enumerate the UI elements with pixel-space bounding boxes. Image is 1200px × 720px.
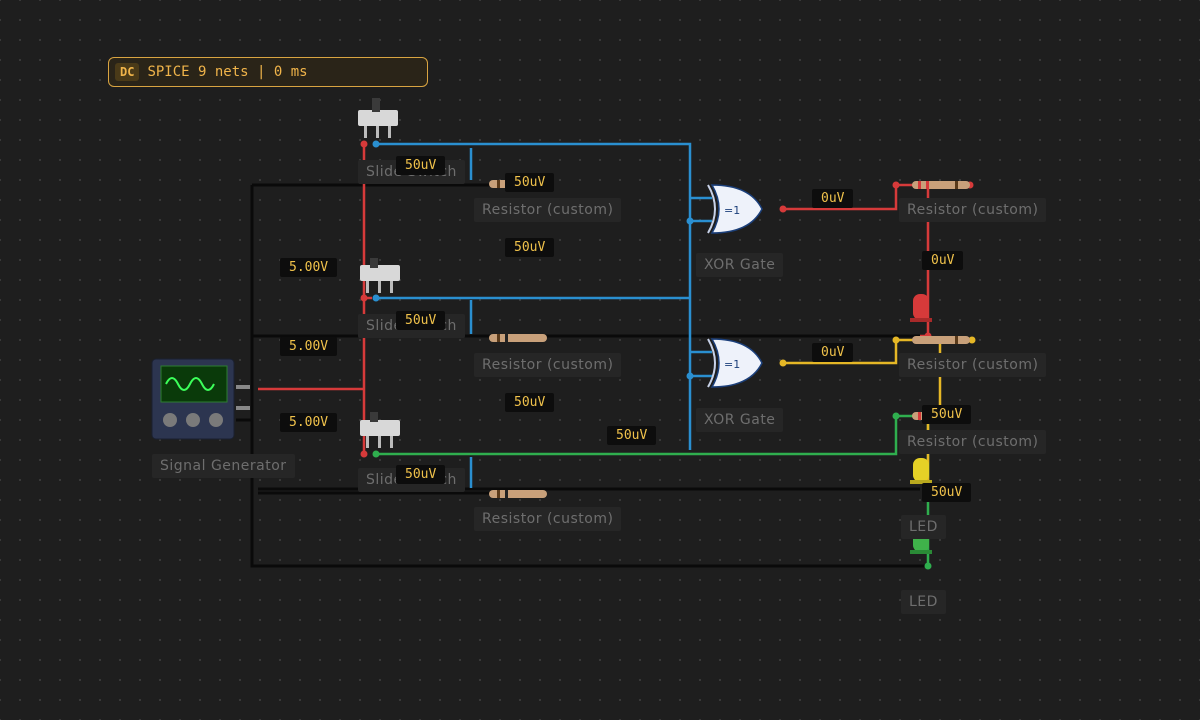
label-xor-gate-1: XOR Gate — [696, 253, 784, 277]
voltage-probe: 5.00V — [280, 413, 338, 432]
slide-switch-3[interactable] — [360, 412, 400, 448]
dc-mode-badge: DC — [115, 63, 140, 81]
simulation-status-text: SPICE 9 nets | 0 ms — [147, 64, 308, 80]
slide-switch-1[interactable] — [358, 98, 398, 138]
voltage-probe: 50uV — [505, 238, 555, 257]
label-resistor-6: Resistor (custom) — [899, 430, 1047, 454]
simulation-status-bar: DC SPICE 9 nets | 0 ms — [108, 57, 428, 87]
voltage-probe: 0uV — [812, 189, 854, 208]
voltage-probe: 50uV — [607, 426, 657, 445]
wire-ground-top[interactable] — [250, 183, 930, 568]
wire-switch1-xor1[interactable] — [376, 142, 692, 450]
led-red[interactable] — [910, 294, 932, 322]
voltage-probe: 50uV — [505, 173, 555, 192]
signal-generator[interactable] — [151, 358, 250, 440]
voltage-probe: 50uV — [922, 405, 972, 424]
led-yellow[interactable] — [910, 458, 932, 484]
wire-xor1-inputs[interactable] — [690, 196, 712, 223]
resistor-4[interactable] — [912, 181, 970, 189]
voltage-probe: 5.00V — [280, 258, 338, 277]
label-signal-generator: Signal Generator — [152, 454, 295, 478]
junction-dots — [360, 140, 976, 570]
label-led-yellow: LED — [901, 515, 946, 539]
label-resistor-5: Resistor (custom) — [899, 353, 1047, 377]
xor-gate-1[interactable] — [707, 184, 763, 234]
voltage-probe: 5.00V — [280, 337, 338, 356]
slide-switch-2[interactable] — [360, 258, 400, 293]
voltage-probe: 50uV — [396, 311, 446, 330]
xor-gate-1-symbol: =1 — [724, 204, 740, 217]
voltage-probe: 50uV — [396, 465, 446, 484]
voltage-probe: 50uV — [396, 156, 446, 175]
resistor-3[interactable] — [489, 490, 547, 498]
label-resistor-2: Resistor (custom) — [474, 353, 622, 377]
wire-xor2-inputs[interactable] — [690, 350, 712, 378]
label-resistor-1: Resistor (custom) — [474, 198, 622, 222]
label-resistor-3: Resistor (custom) — [474, 507, 622, 531]
voltage-probe: 50uV — [505, 393, 555, 412]
wire-switch3-green[interactable] — [376, 414, 916, 456]
resistor-2[interactable] — [489, 334, 547, 342]
label-resistor-4: Resistor (custom) — [899, 198, 1047, 222]
label-led-green: LED — [901, 590, 946, 614]
voltage-probe: 0uV — [922, 251, 964, 270]
xor-gate-2[interactable] — [707, 338, 763, 388]
resistor-5[interactable] — [912, 336, 970, 344]
xor-gate-2-symbol: =1 — [724, 358, 740, 371]
label-xor-gate-2: XOR Gate — [696, 408, 784, 432]
voltage-probe: 0uV — [812, 343, 854, 362]
voltage-probe: 50uV — [922, 483, 972, 502]
